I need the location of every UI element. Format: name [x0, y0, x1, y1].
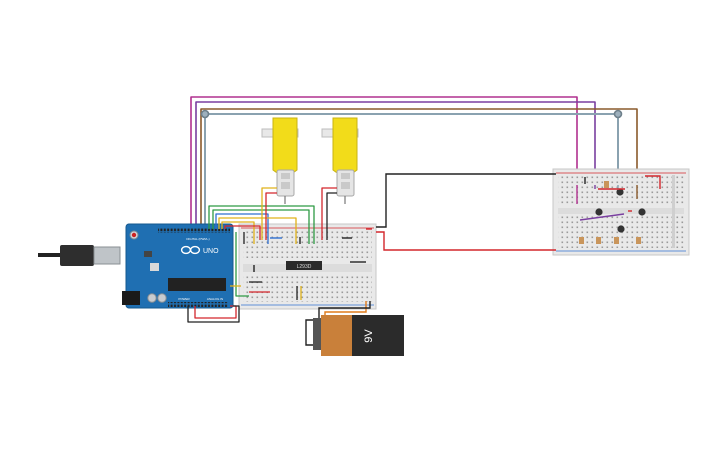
wire-red-to-right-board — [376, 231, 556, 251]
breadboard-jumpers — [253, 228, 372, 272]
analog-label: ANALOG IN — [207, 297, 223, 301]
push-button-right[interactable] — [638, 208, 646, 216]
battery-9v[interactable]: 9V — [305, 301, 404, 356]
resistor-1 — [579, 237, 584, 244]
wire-gray-endpoint-left — [200, 109, 210, 119]
wire-purple-long[interactable] — [195, 101, 596, 228]
push-button-top[interactable] — [616, 188, 624, 196]
motor-right[interactable] — [321, 117, 359, 204]
resistors — [579, 181, 641, 244]
wire-brown-long[interactable] — [200, 108, 638, 228]
battery-wire-black — [305, 319, 319, 346]
cross-board-wires[interactable] — [376, 173, 556, 251]
power-jack — [122, 291, 140, 305]
battery-label: 9V — [363, 329, 375, 343]
resistor-4 — [636, 237, 641, 244]
resistor-5 — [604, 181, 609, 188]
atmega-chip — [168, 278, 226, 291]
wire-magenta-long[interactable] — [190, 96, 578, 228]
wire-black-to-right-board — [376, 173, 556, 228]
wire-gray-endpoint-right — [613, 109, 623, 119]
battery-lead-black — [318, 301, 371, 320]
arduino-uno[interactable]: DIGITAL (PWM~) UNO POWER ANALOG IN — [38, 223, 234, 309]
arduino-to-breadboard-wires[interactable] — [187, 187, 337, 323]
overhead-wires[interactable] — [190, 96, 638, 228]
wire-gray-long[interactable] — [204, 113, 619, 228]
resistor-3 — [614, 237, 619, 244]
motor-driver-chip[interactable]: L293D — [286, 261, 322, 270]
power-label: POWER — [178, 297, 190, 301]
usb-plug — [60, 245, 94, 266]
breadboard-right[interactable] — [552, 168, 690, 256]
board-brand-label: UNO — [203, 248, 219, 255]
digital-label: DIGITAL (PWM~) — [186, 237, 209, 241]
chip-label: L293D — [297, 264, 312, 270]
push-button-left[interactable] — [595, 208, 603, 216]
right-board-wires[interactable] — [576, 175, 661, 221]
push-button-bottom[interactable] — [617, 225, 625, 233]
motor-left[interactable] — [261, 117, 299, 204]
resistor-2 — [596, 237, 601, 244]
arduino-logo-icon — [180, 245, 201, 255]
push-buttons[interactable] — [595, 188, 646, 233]
